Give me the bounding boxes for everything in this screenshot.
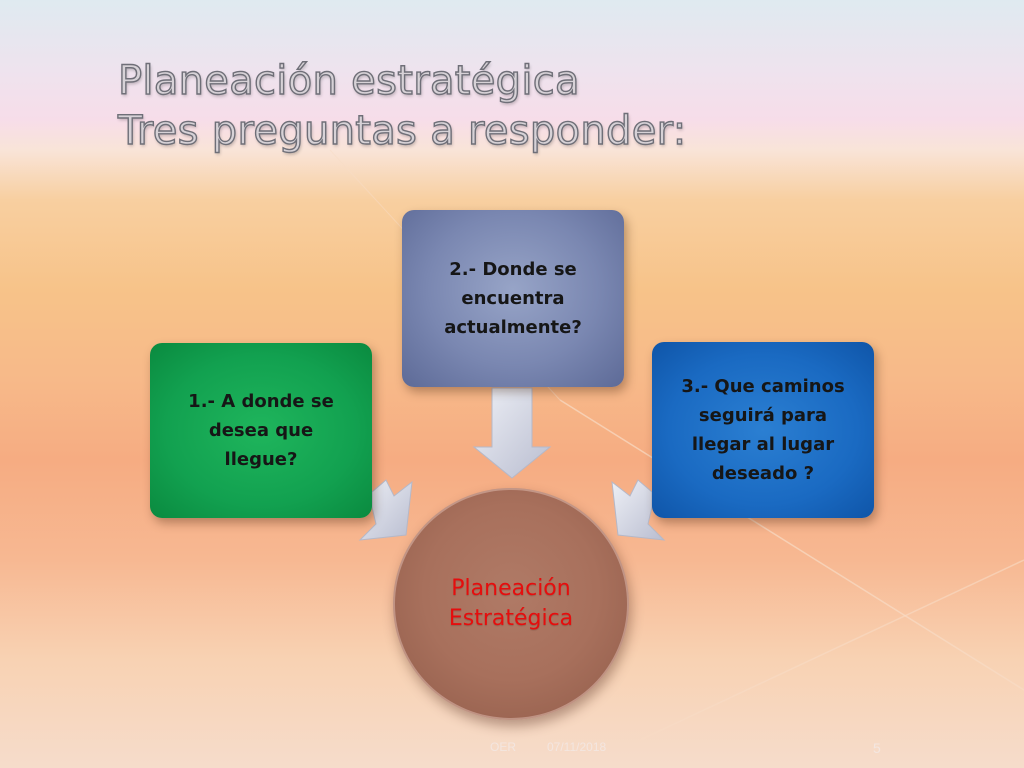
footer-author: OER (490, 740, 517, 754)
center-circle: Planeación Estratégica (393, 488, 629, 720)
question-3-line-2: seguirá para (698, 405, 828, 426)
question-2-line-3: actualmente? (444, 317, 582, 338)
question-1-line-1: 1.- A donde se (188, 391, 334, 412)
question-3-line-3: llegar al lugar (691, 434, 835, 455)
title-line-2: Tres preguntas a responder: (117, 107, 687, 154)
question-2-line-2: encuentra (461, 288, 565, 309)
question-1-line-3: llegue? (224, 449, 298, 470)
center-line-2: Estratégica (448, 606, 574, 631)
question-3-line-1: 3.- Que caminos (681, 376, 845, 397)
arrow-left-down-icon (611, 479, 666, 541)
question-3-line-4: deseado ? (711, 463, 815, 484)
arrow-down-icon (472, 387, 552, 479)
arrow-right-down-icon (358, 479, 413, 541)
question-box-1: 1.- A donde se desea que llegue? (150, 343, 372, 518)
slide-title: Planeación estratégica Tres preguntas a … (117, 56, 687, 156)
center-line-1: Planeación (451, 576, 571, 601)
footer-date: 07/11/2018 (547, 740, 607, 754)
question-box-2: 2.- Donde se encuentra actualmente? (402, 210, 624, 387)
title-line-1: Planeación estratégica (117, 57, 580, 104)
question-box-3: 3.- Que caminos seguirá para llegar al l… (652, 342, 874, 518)
question-2-line-1: 2.- Donde se (449, 259, 577, 280)
question-1-line-2: desea que (208, 420, 314, 441)
page-number: 5 (873, 740, 881, 756)
